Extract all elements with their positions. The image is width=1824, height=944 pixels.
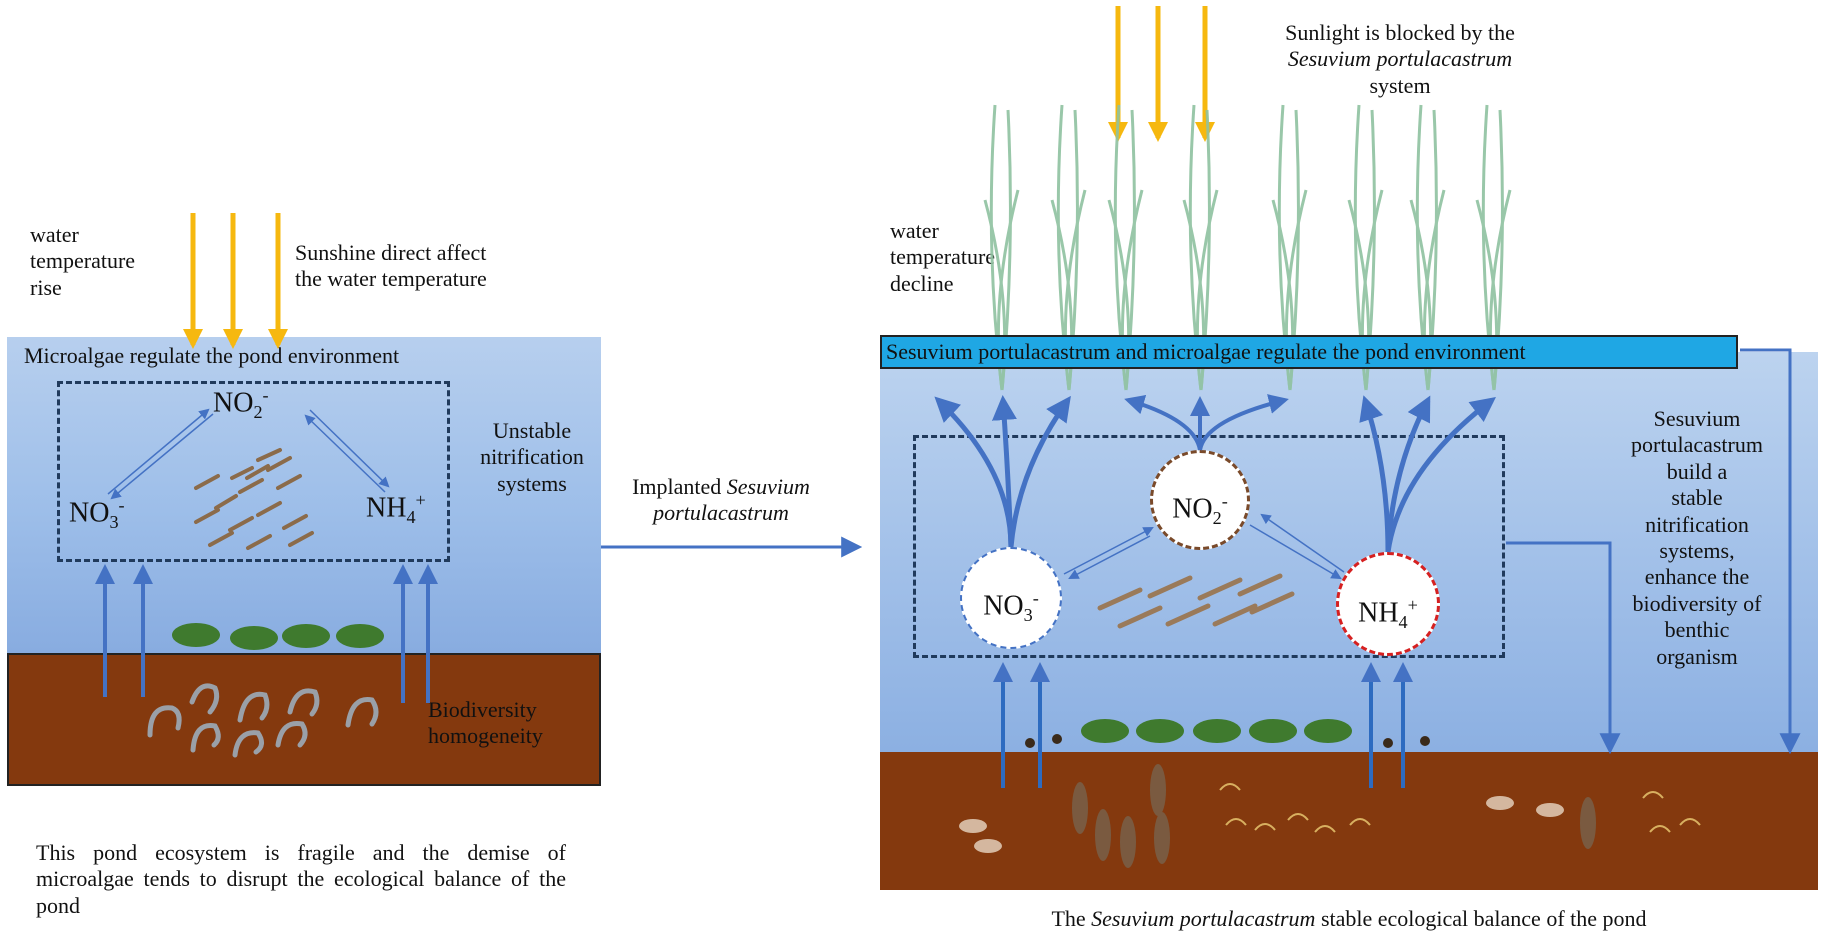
right-snails xyxy=(1025,734,1430,748)
right-pond-water xyxy=(880,352,1818,752)
right-no2-node: NO2- xyxy=(1150,450,1250,550)
right-pond-banner: Sesuvium portulacastrum and microalgae r… xyxy=(880,335,1738,369)
left-sun-label: Sunshine direct affect the water tempera… xyxy=(295,240,487,292)
right-temp-label: water temperature decline xyxy=(890,218,996,296)
left-biodiversity-label: Biodiversity homogeneity xyxy=(428,697,543,749)
right-green-plants xyxy=(1081,719,1352,743)
right-no3-uptake-arrows xyxy=(934,395,1071,548)
right-microalgae xyxy=(1097,573,1295,629)
right-caption: The Sesuvium portulacastrum stable ecolo… xyxy=(1051,906,1647,931)
left-nitrification-arrows xyxy=(107,408,390,500)
left-green-plants xyxy=(172,623,384,650)
left-nitrification-label: Unstable nitrification systems xyxy=(480,418,584,496)
left-benthic-worms xyxy=(147,683,379,758)
right-nitrification-arrows xyxy=(1063,513,1345,580)
right-benthic-organisms xyxy=(959,764,1701,868)
right-nh4-node: NH4+ xyxy=(1336,552,1440,656)
left-nh4-label: NH4+ xyxy=(366,490,426,527)
left-microalgae xyxy=(194,448,314,550)
right-nh4-uptake-arrows xyxy=(1359,395,1496,553)
right-side-connectors xyxy=(1506,348,1801,755)
left-sun-arrows xyxy=(183,213,288,349)
left-nitrification-box xyxy=(57,381,450,562)
left-caption: This pond ecosystem is fragile and the d… xyxy=(36,840,566,918)
right-pond-sediment xyxy=(880,752,1818,890)
left-upward-arrows xyxy=(95,564,438,703)
right-no3-node: NO3- xyxy=(960,547,1062,649)
right-side-label: Sesuvium portulacastrum build a stable n… xyxy=(1631,406,1763,669)
left-no3-label: NO3- xyxy=(69,495,125,532)
left-temp-label: water temperature rise xyxy=(30,222,136,300)
left-pond-label: Microalgae regulate the pond environment xyxy=(24,343,400,368)
right-no2-uptake-arrows xyxy=(1124,394,1289,451)
left-no2-label: NO2- xyxy=(213,385,269,422)
right-upward-arrows xyxy=(993,662,1413,788)
